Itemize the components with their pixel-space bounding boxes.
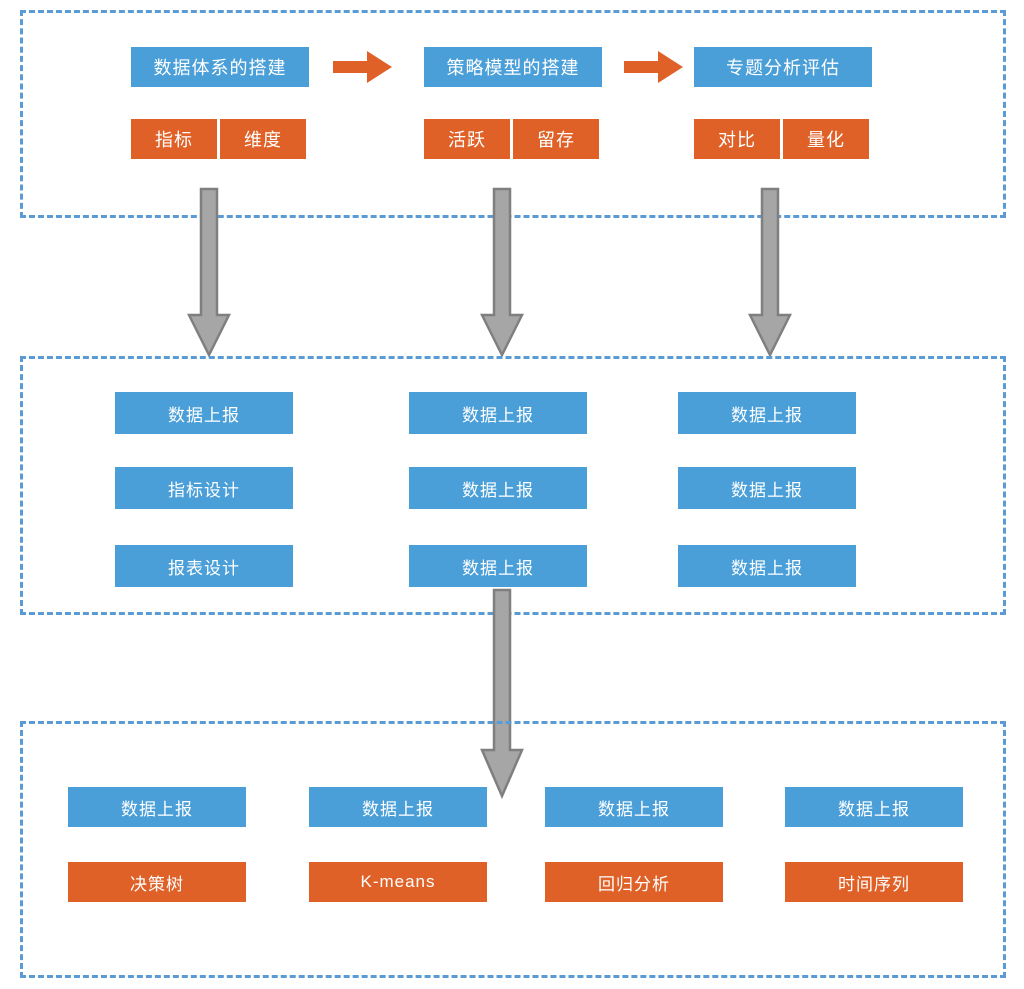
arrow-down-icon — [187, 187, 231, 358]
stage-2-headline[interactable]: 策略模型的搭建 — [424, 47, 602, 87]
detail-box[interactable]: 数据上报 — [678, 545, 856, 587]
stage-2-tag-2[interactable]: 留存 — [513, 119, 599, 159]
section-middle-detail — [20, 356, 1006, 615]
stage-2-tag-1[interactable]: 活跃 — [424, 119, 510, 159]
arrow-right-icon — [333, 51, 392, 83]
stage-1-tag-2[interactable]: 维度 — [220, 119, 306, 159]
arrow-down-icon — [480, 187, 524, 358]
detail-box[interactable]: 指标设计 — [115, 467, 293, 509]
detail-box[interactable]: 数据上报 — [409, 467, 587, 509]
stage-3-headline[interactable]: 专题分析评估 — [694, 47, 872, 87]
detail-box[interactable]: 数据上报 — [409, 545, 587, 587]
algorithm-box[interactable]: K-means — [309, 862, 487, 902]
section-bottom-algorithms — [20, 721, 1006, 978]
algorithm-box[interactable]: 决策树 — [68, 862, 246, 902]
detail-box[interactable]: 数据上报 — [678, 467, 856, 509]
stage-3-tag-2[interactable]: 量化 — [783, 119, 869, 159]
algorithm-source-box[interactable]: 数据上报 — [545, 787, 723, 827]
detail-box[interactable]: 数据上报 — [115, 392, 293, 434]
section-top-process — [20, 10, 1006, 218]
algorithm-source-box[interactable]: 数据上报 — [309, 787, 487, 827]
arrow-down-icon — [748, 187, 792, 358]
stage-1-headline[interactable]: 数据体系的搭建 — [131, 47, 309, 87]
stage-3-tag-1[interactable]: 对比 — [694, 119, 780, 159]
algorithm-box[interactable]: 回归分析 — [545, 862, 723, 902]
detail-box[interactable]: 数据上报 — [678, 392, 856, 434]
stage-1-tag-1[interactable]: 指标 — [131, 119, 217, 159]
detail-box[interactable]: 报表设计 — [115, 545, 293, 587]
algorithm-source-box[interactable]: 数据上报 — [785, 787, 963, 827]
detail-box[interactable]: 数据上报 — [409, 392, 587, 434]
algorithm-box[interactable]: 时间序列 — [785, 862, 963, 902]
algorithm-source-box[interactable]: 数据上报 — [68, 787, 246, 827]
arrow-right-icon — [624, 51, 683, 83]
arrow-down-icon — [480, 588, 524, 800]
